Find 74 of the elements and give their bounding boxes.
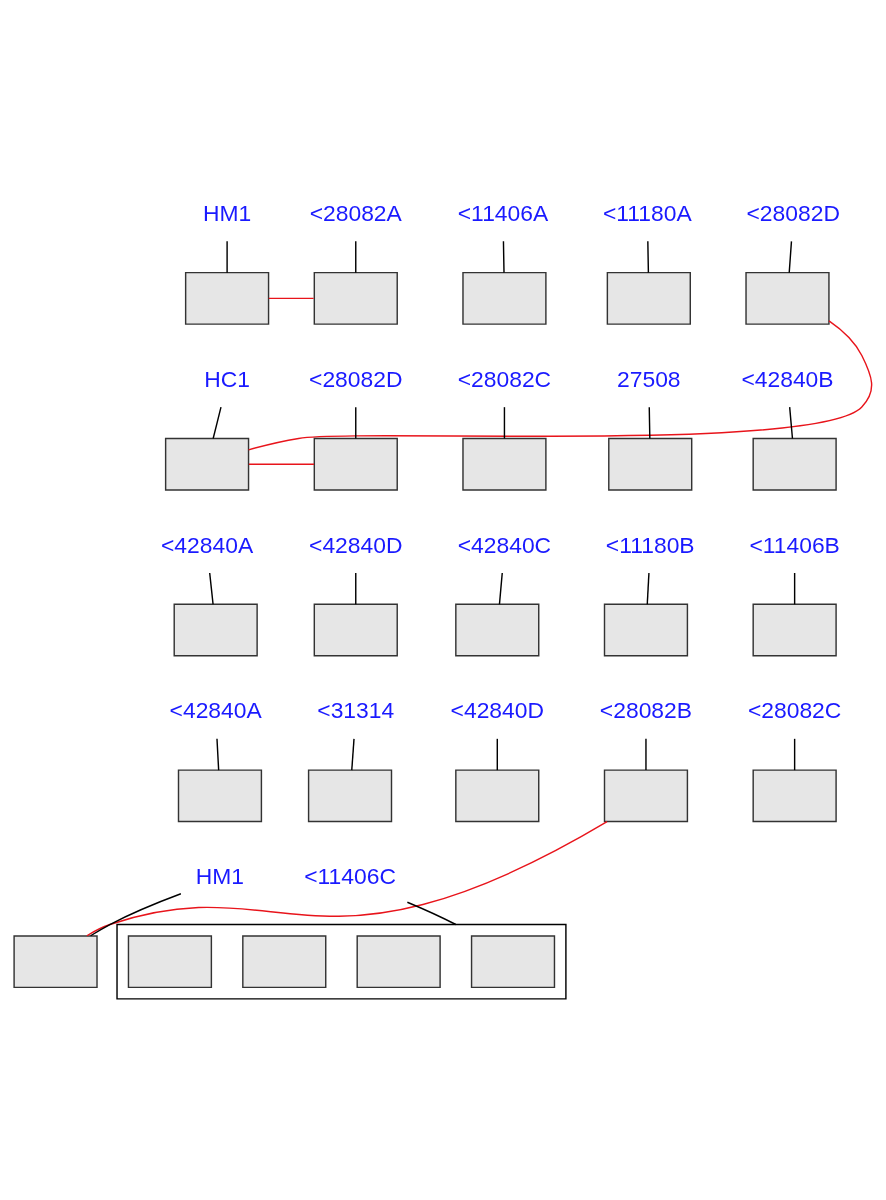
- connector: [793, 738, 796, 771]
- node-text: <42840D: [309, 531, 403, 558]
- node-text: <28082C: [457, 365, 552, 392]
- node-text: <28082D: [309, 365, 403, 392]
- node-box: [603, 769, 689, 823]
- connector: [788, 406, 794, 440]
- connector: [86, 821, 608, 937]
- connector: [216, 738, 220, 771]
- node-box: [455, 603, 540, 657]
- node-text: HM1: [195, 863, 245, 890]
- node-box: [356, 935, 441, 989]
- node-box: [173, 603, 258, 657]
- connector: [89, 893, 182, 937]
- node-text: <31314: [317, 697, 395, 724]
- node-box: [470, 935, 556, 989]
- connector: [647, 240, 650, 274]
- node-text: <28082C: [747, 697, 842, 724]
- node-text: <28082B: [599, 697, 693, 724]
- node-text: HC1: [204, 365, 250, 392]
- node-box: [313, 437, 398, 491]
- node-box: [752, 437, 837, 491]
- node-box: [608, 437, 693, 491]
- connector: [209, 572, 214, 605]
- connector: [351, 738, 355, 771]
- connector: [406, 901, 457, 926]
- connector: [247, 320, 873, 451]
- node-box: [455, 769, 540, 823]
- connector: [788, 240, 793, 274]
- connector: [496, 738, 498, 771]
- node-box: [606, 271, 691, 325]
- node-box: [745, 271, 830, 325]
- node-text: 27508: [617, 365, 681, 392]
- connector: [248, 463, 315, 465]
- node-box: [313, 603, 398, 657]
- connector: [503, 406, 506, 440]
- node-text: HM1: [202, 199, 252, 226]
- node-box: [752, 769, 837, 823]
- connector: [498, 572, 503, 605]
- connector: [268, 297, 315, 300]
- node-box: [313, 271, 398, 325]
- connector: [355, 406, 357, 440]
- connector: [793, 572, 796, 605]
- connector: [226, 240, 228, 274]
- node-box: [164, 437, 250, 491]
- node-text: <42840C: [457, 531, 552, 558]
- node-box: [13, 935, 98, 989]
- node-box: [603, 603, 689, 657]
- connector: [212, 406, 222, 440]
- connector: [648, 406, 651, 440]
- node-text: <42840A: [161, 531, 254, 558]
- node-box: [177, 769, 263, 823]
- node-box: [242, 935, 327, 989]
- node-text: <28082A: [309, 199, 402, 226]
- node-text: <11406C: [304, 863, 396, 890]
- node-box: [462, 437, 547, 491]
- node-text: <11406B: [749, 531, 840, 558]
- node-text: <11406A: [457, 199, 549, 226]
- node-box: [184, 271, 270, 325]
- node-text: <42840D: [450, 697, 545, 724]
- connector: [646, 572, 650, 605]
- node-box: [127, 935, 213, 989]
- node-text: <42840A: [169, 697, 262, 724]
- node-box: [752, 603, 837, 657]
- connector: [355, 240, 357, 274]
- connector: [355, 572, 357, 605]
- connector: [645, 738, 647, 771]
- node-box: [307, 769, 393, 823]
- connector: [502, 240, 505, 274]
- node-text: <42840B: [741, 365, 834, 392]
- node-text: <11180A: [603, 199, 692, 226]
- cluster: [116, 923, 567, 1000]
- node-text: <28082D: [746, 199, 840, 226]
- node-box: [462, 271, 547, 325]
- node-text: <11180B: [605, 531, 695, 558]
